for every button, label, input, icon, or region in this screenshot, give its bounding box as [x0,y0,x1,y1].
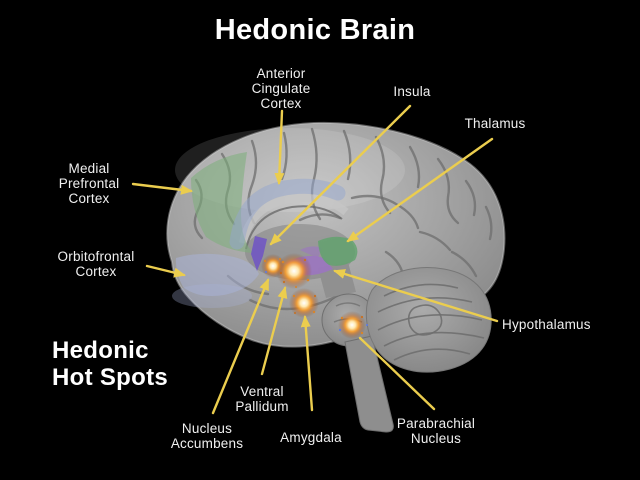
label-ventral-pallidum: Ventral Pallidum [235,384,289,414]
cortex-sulci [193,127,493,311]
region-septal-violet [251,236,267,271]
label-parabrachial-nucleus: Parabrachial Nucleus [396,416,476,446]
region-cingulate-cortex [229,178,346,250]
page-title: Hedonic Brain [214,14,416,46]
label-hypothalamus: Hypothalamus [502,317,591,332]
label-medial-prefrontal-cortex: Medial Prefrontal Cortex [58,161,120,206]
arrow-thalamus [346,137,494,243]
arrow-orbitofrontal-cortex [145,264,186,278]
label-thalamus: Thalamus [464,116,526,131]
hotspot-ventral-pallidum [276,253,312,289]
hotspots [261,253,368,339]
pointer-arrows [131,104,499,415]
label-nucleus-accumbens: Nucleus Accumbens [170,421,244,451]
corpus-callosum [239,193,349,244]
arrow-insula [269,104,412,246]
arrow-amygdala [300,315,314,412]
label-insula: Insula [393,84,431,99]
hotspot-parabrachial-nucleus [338,311,368,339]
cerebellum [365,267,492,373]
arrow-nucleus-accumbens [211,278,270,415]
label-amygdala: Amygdala [280,430,342,445]
colored-regions [172,152,358,308]
label-anterior-cingulate-cortex: Anterior Cingulate Cortex [251,66,311,111]
region-orbitofrontal-cortex [175,253,259,296]
label-orbitofrontal-cortex: Orbitofrontal Cortex [57,249,135,279]
cerebellum-folia [377,283,485,361]
hedonic-hot-spots-heading: Hedonic Hot Spots [52,337,169,391]
arrow-ventral-pallidum [260,286,288,376]
hotspot-amygdala [289,288,319,318]
arrow-anterior-cingulate-cortex [274,109,285,185]
medulla [344,335,394,433]
region-thalamus [318,236,358,266]
line-parabrachial-nucleus [358,336,436,411]
arrow-medial-prefrontal-cortex [131,182,193,195]
arrow-hypothalamus [333,269,499,323]
